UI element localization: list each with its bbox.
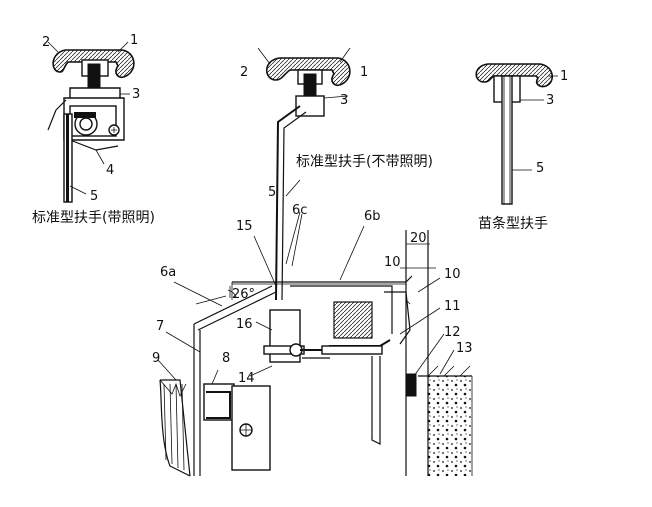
asm-label-8: 8 <box>222 351 230 366</box>
asm-label-26deg: 26° <box>232 287 255 302</box>
dim-label-20: 20 <box>410 231 427 246</box>
asm-label-6a: 6a <box>160 265 176 280</box>
wall-label-10: 10 <box>444 267 461 282</box>
asm-label-14: 14 <box>238 371 255 386</box>
dim-label-10: 10 <box>384 255 401 270</box>
middle-handrail <box>257 47 351 301</box>
left-label-2: 2 <box>42 35 50 50</box>
left-caption: 标准型扶手(带照明) <box>32 210 155 226</box>
right-caption: 苗条型扶手 <box>478 215 548 232</box>
wall-label-11: 11 <box>444 299 461 314</box>
asm-label-7: 7 <box>156 319 164 334</box>
left-label-5: 5 <box>90 189 98 204</box>
left-handrail-with-lighting <box>47 41 135 203</box>
left-label-3: 3 <box>132 87 140 102</box>
right-label-1: 1 <box>560 69 568 84</box>
left-label-1: 1 <box>130 33 138 48</box>
wall-label-12: 12 <box>444 325 461 340</box>
right-slim-handrail <box>475 63 558 205</box>
middle-caption: 标准型扶手(不带照明) <box>296 154 433 170</box>
asm-label-9: 9 <box>152 351 160 366</box>
middle-label-3: 3 <box>340 93 348 108</box>
asm-label-6b: 6b <box>364 209 381 224</box>
asm-label-15: 15 <box>236 219 253 234</box>
right-label-5: 5 <box>536 161 544 176</box>
wall-label-13: 13 <box>456 341 473 356</box>
middle-label-2: 2 <box>240 65 248 80</box>
asm-label-16: 16 <box>236 317 253 332</box>
right-label-3: 3 <box>546 93 554 108</box>
asm-label-5: 5 <box>268 185 276 200</box>
left-label-4: 4 <box>106 163 114 178</box>
balustrade-assembly <box>157 179 473 477</box>
asm-label-6c: 6c <box>292 203 307 218</box>
middle-label-1: 1 <box>360 65 368 80</box>
